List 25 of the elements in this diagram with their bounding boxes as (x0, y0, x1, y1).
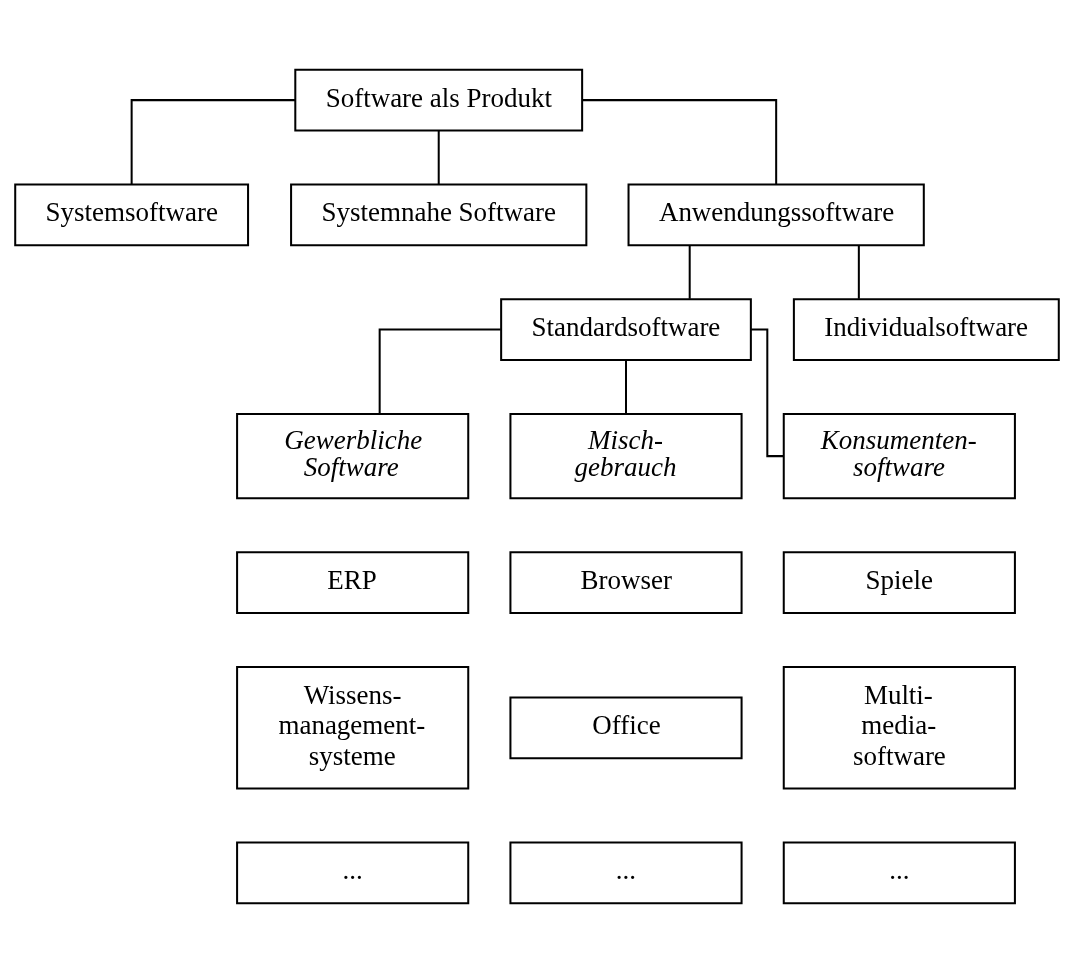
node-box: Wissens- management- systeme (236, 665, 470, 790)
node-box: Systemnahe Software (290, 182, 588, 246)
node-box: Misch- gebrauch (509, 412, 743, 499)
node-box: Office (509, 695, 743, 759)
connector (130, 98, 296, 184)
node-box: Software als Produkt (294, 68, 584, 131)
connector (625, 359, 627, 414)
connector (582, 98, 778, 184)
node-box: Gewerbliche Software (236, 412, 470, 499)
connector (378, 328, 501, 413)
node-box: Standardsoftware (500, 297, 752, 361)
node-box: Browser (509, 550, 743, 614)
node-box: Systemsoftware (14, 182, 250, 246)
node-box: ERP (236, 550, 470, 614)
connector (688, 245, 691, 299)
connector (857, 245, 860, 299)
node-box: Konsumenten- software (782, 412, 1016, 499)
node-box: ... (236, 841, 470, 904)
node-box: Spiele (782, 550, 1016, 614)
node-box: Individualsoftware (792, 297, 1060, 361)
node-box: Anwendungssoftware (627, 182, 925, 246)
node-box: Multi- media- software (782, 665, 1016, 790)
node-box: ... (782, 841, 1016, 904)
connector (437, 130, 440, 184)
node-box: ... (509, 841, 743, 904)
